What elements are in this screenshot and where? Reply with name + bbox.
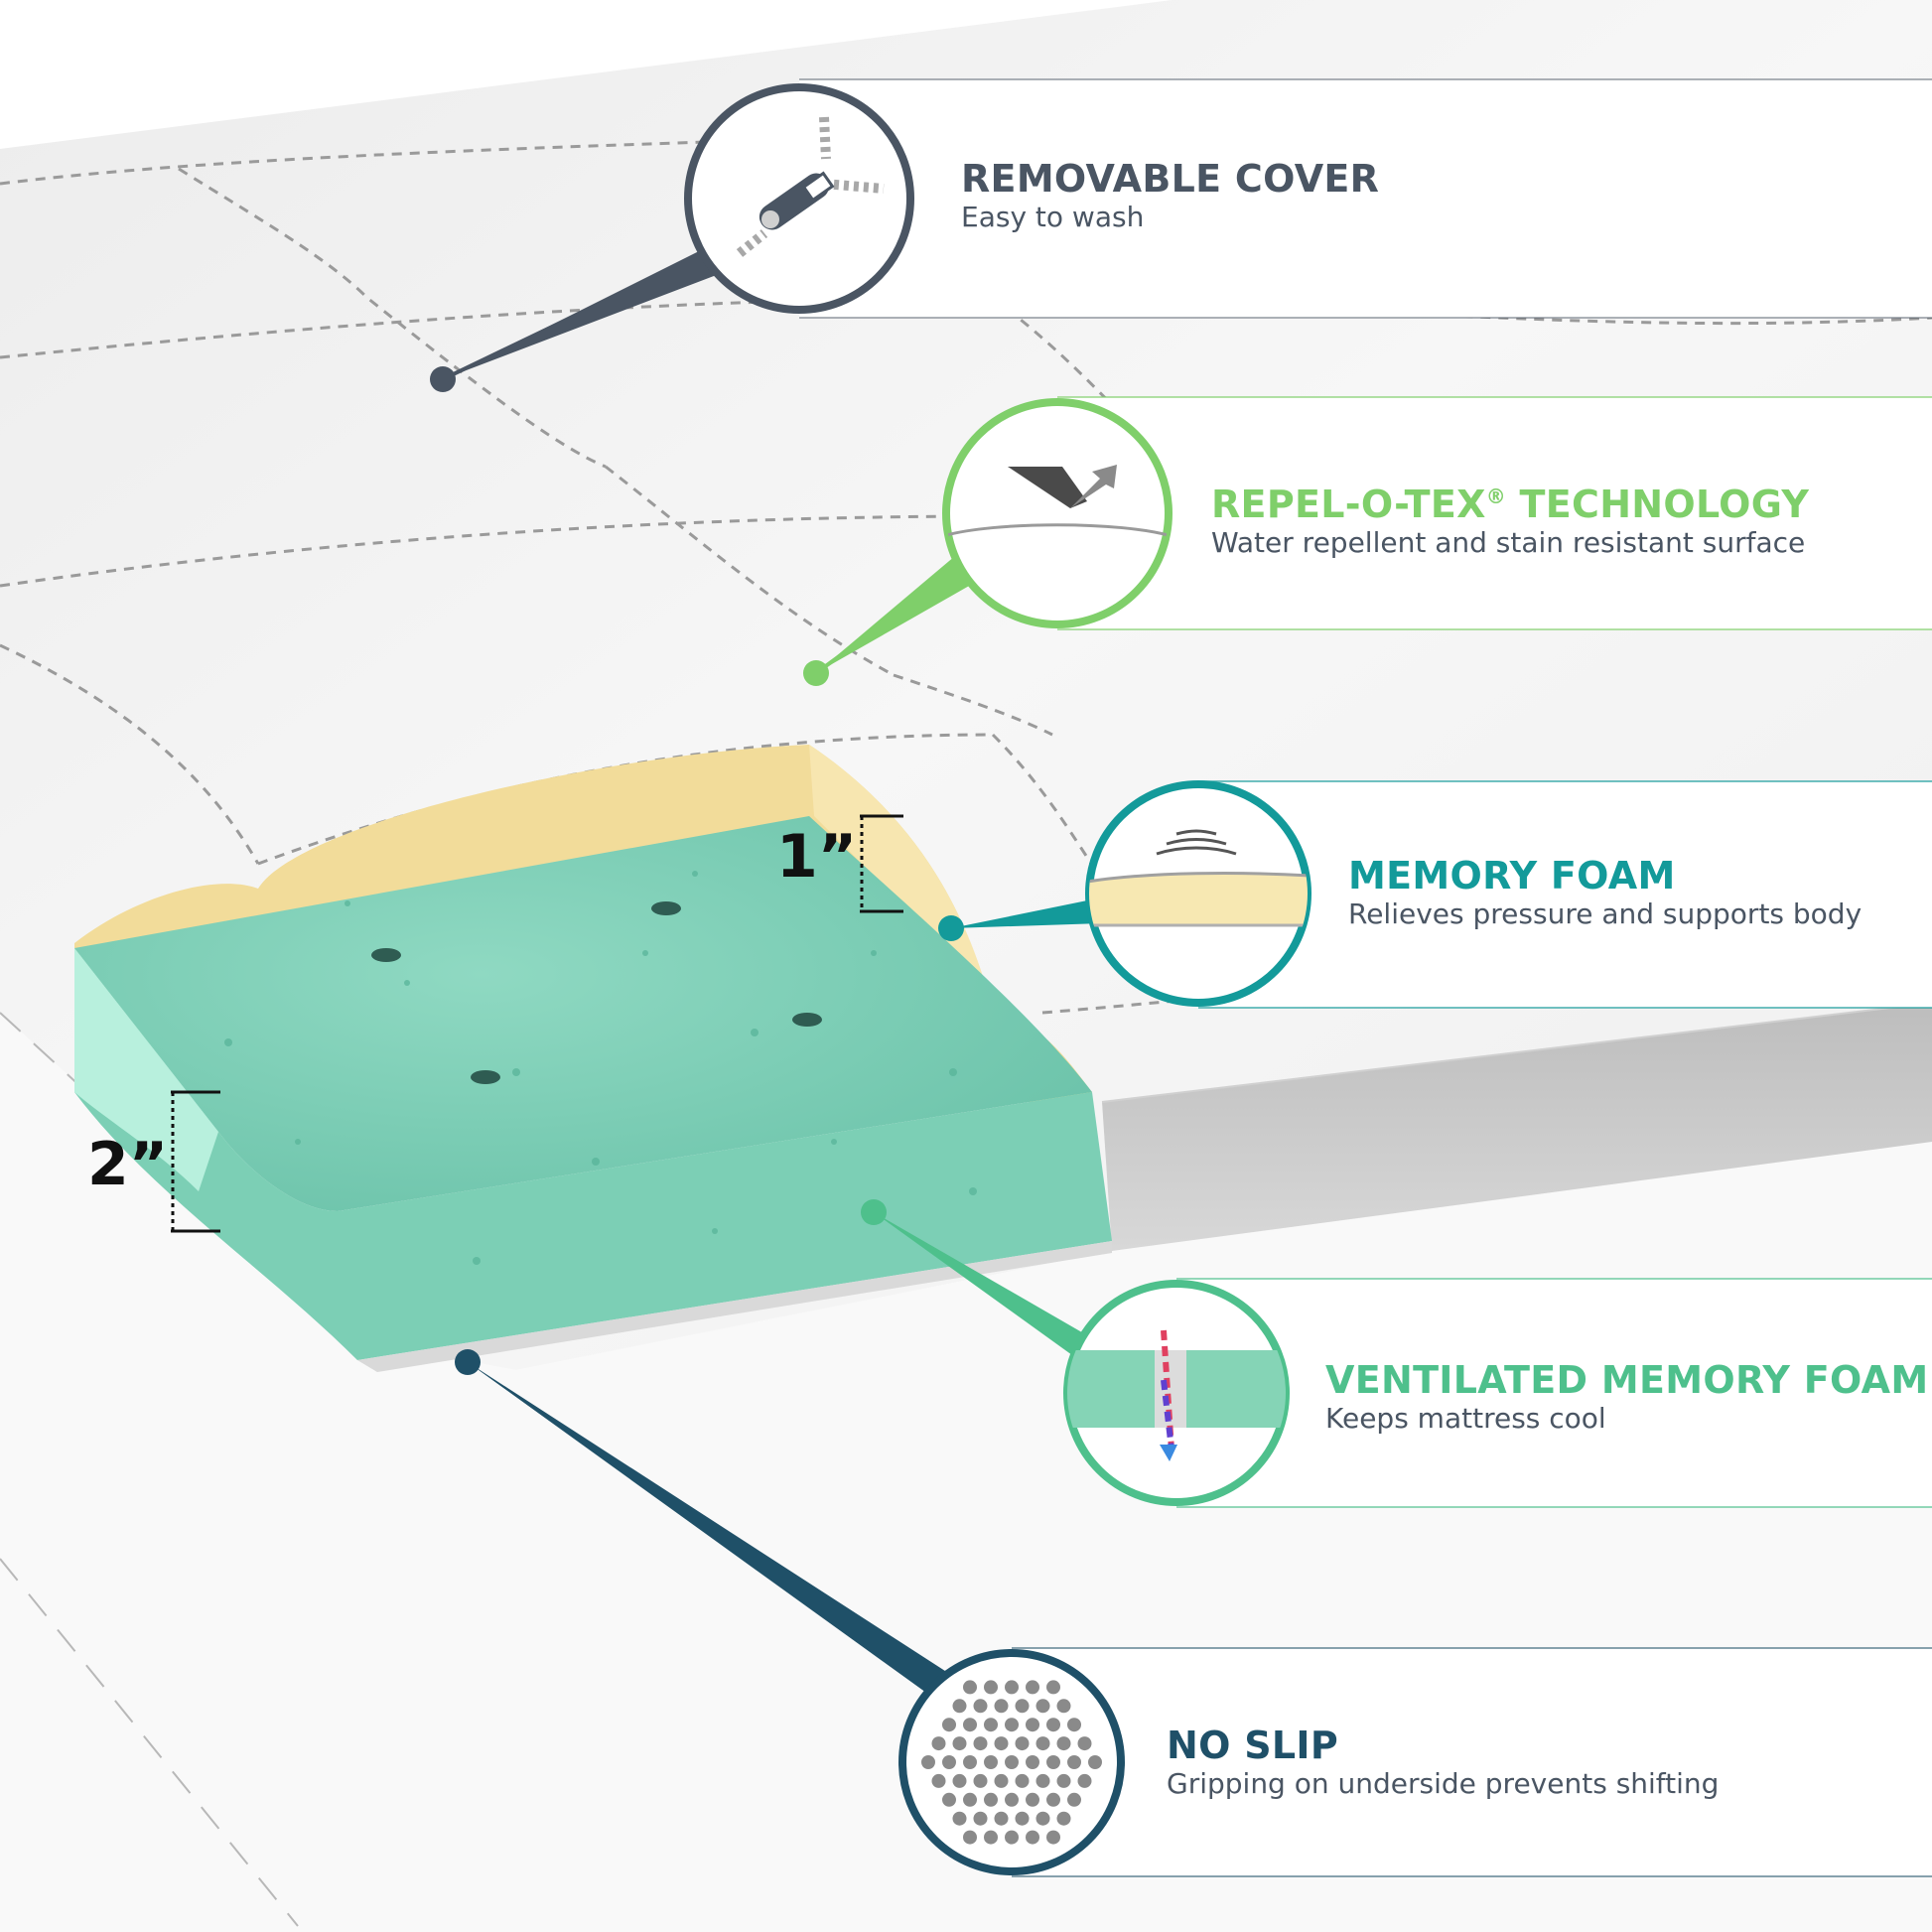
memory-foam-icon <box>1085 780 1311 1007</box>
feature-description: Water repellent and stain resistant surf… <box>1211 526 1806 559</box>
grip-dot <box>1026 1718 1039 1732</box>
grip-dot <box>963 1680 977 1695</box>
grip-dot <box>994 1811 1009 1826</box>
grip-dot <box>1067 1718 1081 1732</box>
grip-dot <box>1067 1755 1081 1769</box>
grip-dot <box>1026 1792 1039 1807</box>
grip-dots-icon <box>898 1649 1125 1875</box>
grip-dot <box>1026 1680 1039 1695</box>
ventilation-holes <box>371 901 822 1084</box>
callout-repel-o-tex <box>803 556 978 686</box>
grip-dot <box>973 1811 988 1826</box>
grip-dot <box>963 1755 977 1769</box>
feature-title-suffix: TECHNOLOGY <box>1506 483 1810 526</box>
grip-dot <box>942 1718 956 1732</box>
grip-dot <box>921 1755 935 1769</box>
feature-memory-foam: MEMORY FOAM Relieves pressure and suppor… <box>1348 854 1862 931</box>
feature-title: NO SLIP <box>1167 1724 1339 1767</box>
grip-dot <box>1067 1792 1081 1807</box>
grip-dot <box>994 1699 1009 1714</box>
grip-dot <box>1056 1736 1071 1751</box>
grip-dot <box>931 1736 946 1751</box>
grip-dot <box>931 1773 946 1788</box>
grip-dot <box>1005 1718 1019 1732</box>
feature-description: Easy to wash <box>961 201 1145 233</box>
grip-dot <box>1005 1680 1019 1695</box>
grip-dot <box>963 1792 977 1807</box>
grip-dot <box>984 1755 998 1769</box>
foam-speckles <box>224 871 977 1265</box>
grip-dot <box>973 1699 988 1714</box>
grip-dot <box>984 1830 998 1845</box>
callout-memory-foam <box>938 898 1102 941</box>
foam-cutaway <box>74 745 1112 1372</box>
grip-dot <box>963 1830 977 1845</box>
grip-dot <box>1015 1773 1030 1788</box>
grip-dot <box>1015 1699 1030 1714</box>
callout-no-slip <box>455 1349 948 1698</box>
top-layer-thickness: 1” <box>776 822 858 892</box>
feature-description: Relieves pressure and supports body <box>1348 897 1863 930</box>
feature-repel-o-tex: REPEL-O-TEX® TECHNOLOGY Water repellent … <box>1211 475 1809 560</box>
feature-title: MEMORY FOAM <box>1348 854 1676 897</box>
feature-description: Gripping on underside prevents shifting <box>1167 1767 1720 1800</box>
grip-dot <box>1088 1755 1102 1769</box>
grip-dot <box>994 1736 1009 1751</box>
zipper-icon <box>684 83 914 314</box>
callout-ventilated-foam <box>861 1199 1087 1355</box>
grip-dot <box>994 1773 1009 1788</box>
grip-dot <box>942 1755 956 1769</box>
grip-dot <box>1046 1718 1060 1732</box>
grip-dot <box>1035 1773 1050 1788</box>
grip-dot <box>984 1680 998 1695</box>
feature-removable-cover: REMOVABLE COVER Easy to wash <box>961 157 1379 234</box>
grip-dot <box>984 1792 998 1807</box>
grip-dot <box>952 1773 967 1788</box>
grip-dot <box>973 1773 988 1788</box>
feature-title: REMOVABLE COVER <box>961 157 1380 201</box>
feature-ventilated-memory-foam: VENTILATED MEMORY FOAM Keeps mattress co… <box>1325 1358 1928 1436</box>
grip-dot <box>1035 1699 1050 1714</box>
grip-dot <box>963 1718 977 1732</box>
grip-dot <box>1015 1736 1030 1751</box>
feature-bands <box>799 78 1932 1877</box>
grip-dot <box>952 1811 967 1826</box>
dimension-brackets <box>171 814 903 1233</box>
grip-dot <box>1077 1773 1092 1788</box>
grip-dot <box>1046 1755 1060 1769</box>
grip-dot <box>1077 1736 1092 1751</box>
grip-dot <box>1046 1830 1060 1845</box>
grip-dot <box>1026 1830 1039 1845</box>
bottom-layer-thickness: 2” <box>87 1130 169 1199</box>
feature-no-slip: NO SLIP Gripping on underside prevents s… <box>1167 1724 1719 1801</box>
feature-description: Keeps mattress cool <box>1325 1402 1606 1435</box>
grip-dot <box>942 1792 956 1807</box>
grip-dot <box>1035 1736 1050 1751</box>
grip-dot <box>1015 1811 1030 1826</box>
grip-dot <box>1005 1792 1019 1807</box>
ventilation-icon <box>1063 1280 1290 1506</box>
grip-dot <box>1046 1792 1060 1807</box>
grip-dot <box>1005 1755 1019 1769</box>
callout-removable-cover <box>430 243 735 392</box>
grip-dot <box>1056 1773 1071 1788</box>
grip-dot <box>1046 1680 1060 1695</box>
grip-dot <box>984 1718 998 1732</box>
grip-dot <box>1035 1811 1050 1826</box>
water-repel-icon <box>942 398 1173 628</box>
feature-title: REPEL-O-TEX® TECHNOLOGY <box>1211 475 1809 526</box>
grip-dot <box>952 1699 967 1714</box>
grip-dot <box>1005 1830 1019 1845</box>
feature-title: VENTILATED MEMORY FOAM <box>1325 1358 1929 1402</box>
registered-mark: ® <box>1485 484 1506 508</box>
grip-dot <box>973 1736 988 1751</box>
grip-dot <box>1056 1811 1071 1826</box>
grip-dot <box>1056 1699 1071 1714</box>
grip-dot <box>1026 1755 1039 1769</box>
feature-title-name: REPEL-O-TEX <box>1211 483 1486 526</box>
grip-dot <box>952 1736 967 1751</box>
